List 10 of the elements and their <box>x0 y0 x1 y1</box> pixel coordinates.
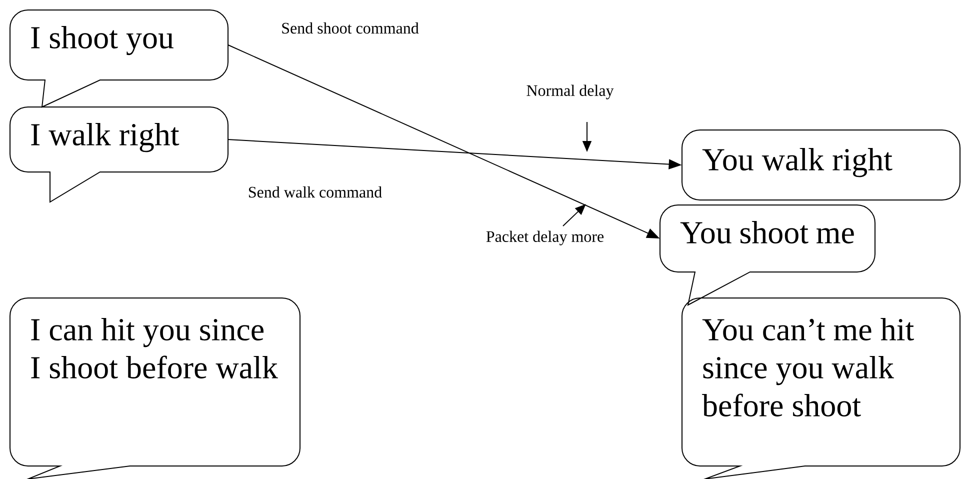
note-label: Normal delay <box>526 84 614 100</box>
edge-label: Send shoot command <box>282 22 419 34</box>
speech-bubble: I can hit you since I shoot before walk <box>10 298 300 479</box>
speech-bubble: You walk right <box>682 130 960 200</box>
note-label: Packet delay more <box>486 230 604 246</box>
speech-bubble: You shoot me <box>660 204 876 306</box>
speech-bubble: I walk right <box>10 106 228 202</box>
edge-label: Send walk command <box>248 186 382 198</box>
speech-bubble: You can’t me hit since you walk before shoot <box>682 298 960 479</box>
speech-bubble: I shoot you <box>10 10 228 108</box>
